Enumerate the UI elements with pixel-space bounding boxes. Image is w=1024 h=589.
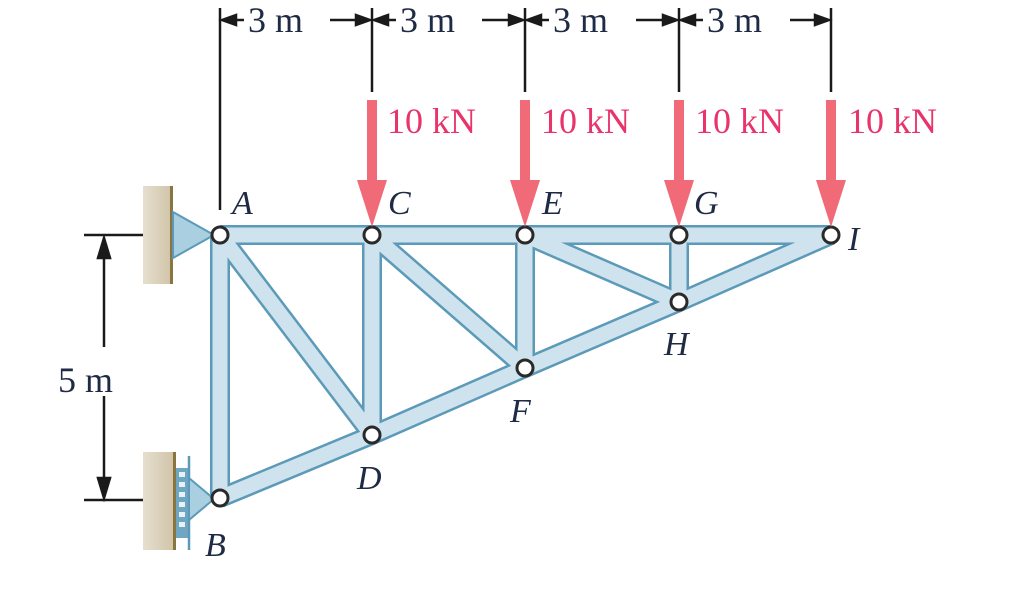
- node-label-f: F: [509, 393, 532, 430]
- joint-e-icon: [515, 225, 535, 245]
- node-label-b: B: [205, 527, 226, 564]
- load-arrow-c-icon: [357, 100, 387, 227]
- arrow-right-icon: [507, 13, 527, 27]
- load-label-i: 10 kN: [848, 101, 937, 141]
- arrow-right-icon: [813, 13, 833, 27]
- arrow-left-icon: [523, 13, 543, 27]
- arrow-left-icon: [218, 13, 238, 27]
- joint-g-icon: [669, 225, 689, 245]
- arrow-right-icon: [354, 13, 374, 27]
- joint-c-icon: [362, 225, 382, 245]
- load-label-e: 10 kN: [541, 101, 630, 141]
- node-label-a: A: [230, 185, 253, 222]
- joint-h-icon: [669, 292, 689, 312]
- roller-support-b: [143, 452, 216, 550]
- load-arrow-e-icon: [510, 100, 540, 227]
- joint-d-icon: [362, 425, 382, 445]
- dimension-label-gi: 3 m: [707, 0, 762, 40]
- truss-members: [210, 225, 836, 508]
- arrow-left-icon: [370, 13, 390, 27]
- arrow-up-icon: [96, 233, 112, 260]
- arrow-down-icon: [96, 476, 112, 503]
- dimension-label-eg: 3 m: [553, 0, 608, 40]
- joint-b-icon: [210, 488, 230, 508]
- load-arrows: [357, 100, 846, 227]
- node-label-g: G: [694, 185, 719, 222]
- node-label-e: E: [541, 185, 563, 222]
- wall-top: [143, 186, 173, 284]
- wall-bottom: [143, 452, 176, 550]
- dimension-label-ac: 3 m: [248, 0, 303, 40]
- node-label-h: H: [663, 326, 691, 363]
- pin-support-a: [143, 186, 217, 284]
- dimension-label-ce: 3 m: [400, 0, 455, 40]
- arrow-right-icon: [661, 13, 681, 27]
- load-label-g: 10 kN: [695, 101, 784, 141]
- load-label-c: 10 kN: [387, 101, 476, 141]
- joint-a-icon: [210, 225, 230, 245]
- node-label-d: D: [356, 460, 382, 497]
- joint-i-icon: [821, 225, 841, 245]
- node-label-c: C: [388, 185, 411, 222]
- node-label-i: I: [847, 221, 861, 258]
- horizontal-dimensions: [218, 8, 833, 210]
- arrow-left-icon: [677, 13, 697, 27]
- vertical-dimension: [84, 233, 163, 503]
- joint-f-icon: [515, 358, 535, 378]
- pin-triangle-icon: [172, 210, 217, 260]
- load-arrow-i-icon: [816, 100, 846, 227]
- dimension-label-ab: 5 m: [58, 360, 113, 400]
- load-arrow-g-icon: [664, 100, 694, 227]
